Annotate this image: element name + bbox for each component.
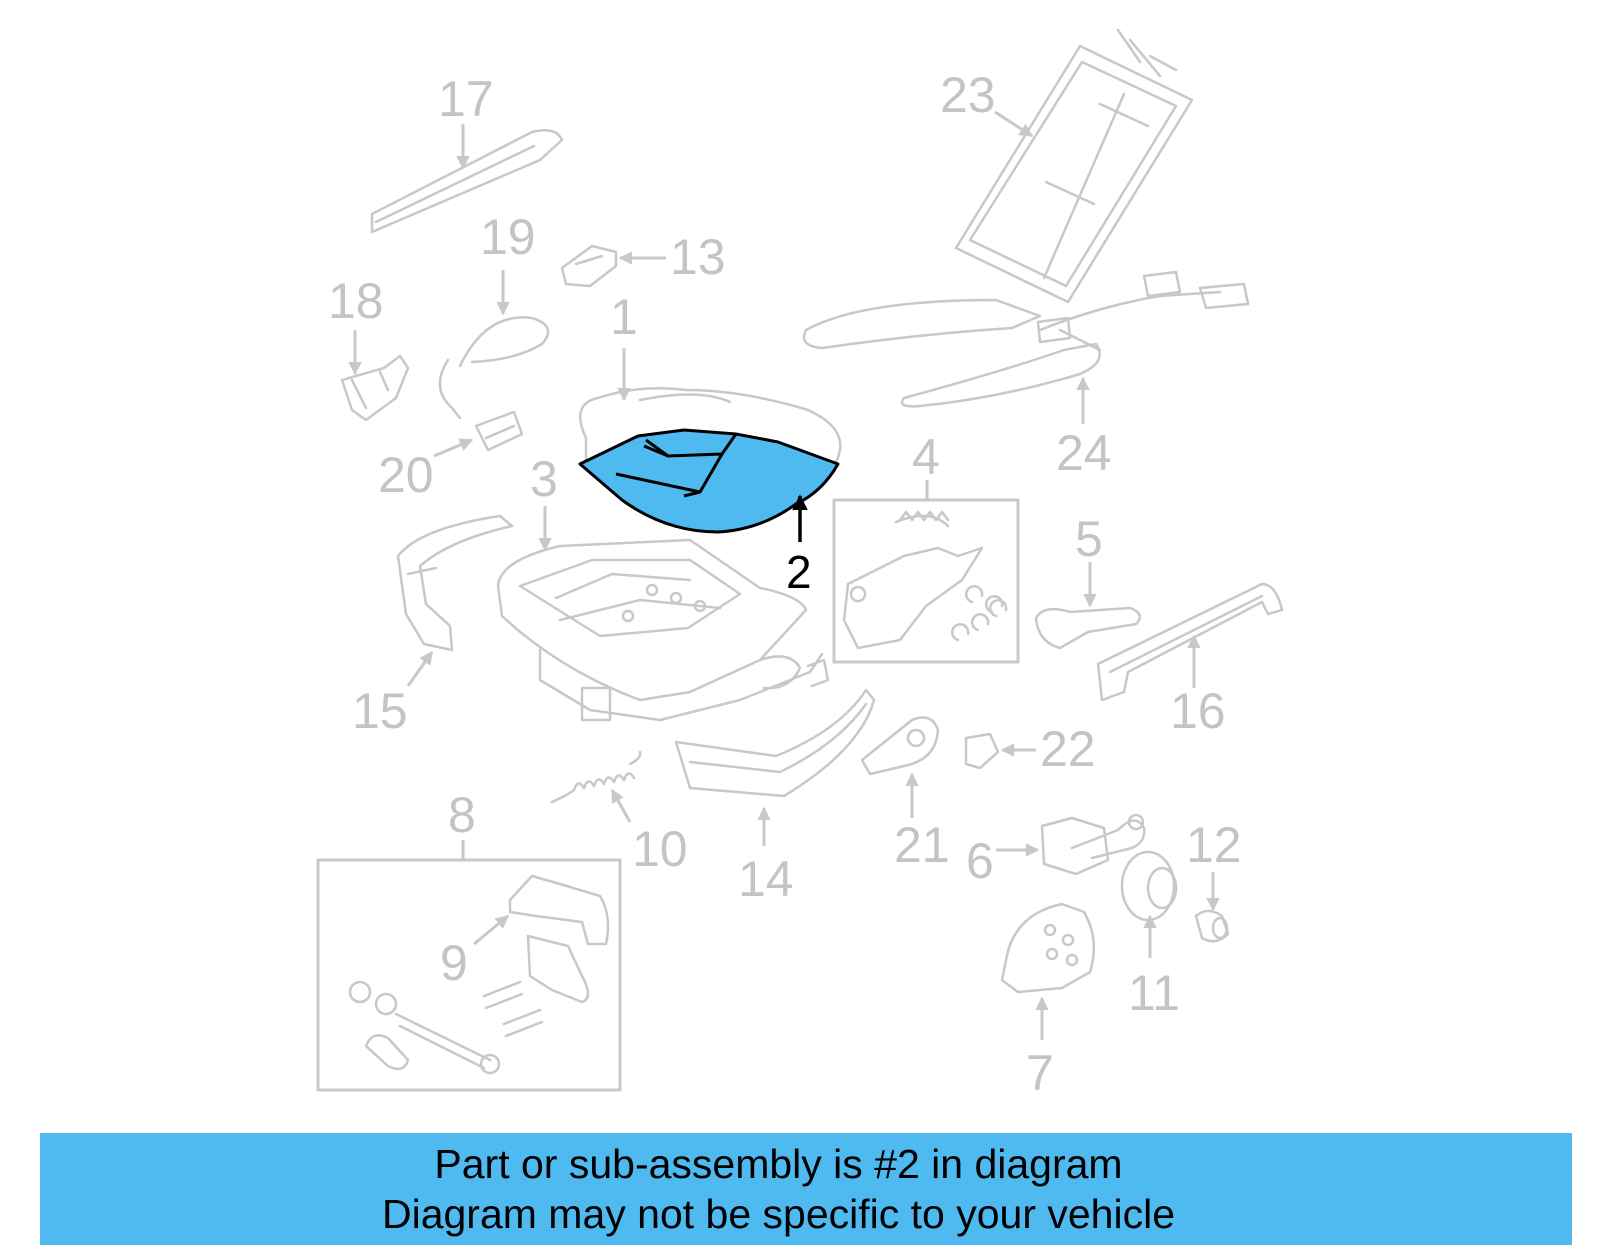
- part-24-cover-harness: 24: [802, 270, 1250, 481]
- part-14-front-trim: 14: [674, 688, 876, 907]
- callout-17: 17: [438, 71, 494, 127]
- part-4-recliner-box: 4: [832, 429, 1020, 664]
- callout-12: 12: [1186, 817, 1242, 873]
- part-21-bracket: 21: [860, 716, 950, 873]
- part-3-seat-frame: 3: [496, 451, 830, 722]
- callout-1: 1: [610, 289, 638, 345]
- part-5-trim: 5: [1034, 511, 1142, 650]
- callout-16: 16: [1170, 683, 1226, 739]
- part-8-track-box: 8 9: [316, 787, 622, 1092]
- callout-4: 4: [912, 429, 940, 485]
- caption-banner: Part or sub-assembly is #2 in diagram Di…: [40, 1133, 1572, 1245]
- callout-13: 13: [670, 229, 726, 285]
- callout-18: 18: [328, 273, 384, 329]
- part-23-seatback-frame: 23: [940, 28, 1194, 304]
- part-20-connector: 20: [378, 410, 524, 503]
- callout-6: 6: [966, 833, 994, 889]
- callout-15: 15: [352, 683, 408, 739]
- part-10-spring: 10: [550, 750, 688, 877]
- callout-22: 22: [1040, 721, 1096, 777]
- callout-10: 10: [632, 821, 688, 877]
- callout-9: 9: [440, 935, 468, 991]
- callout-23: 23: [940, 67, 996, 123]
- callout-20: 20: [378, 447, 434, 503]
- callout-2: 2: [786, 546, 812, 598]
- part-6-motor: 6: [966, 813, 1146, 889]
- callout-24: 24: [1056, 425, 1112, 481]
- part-17-trim-strip: 17: [370, 71, 564, 234]
- callout-19: 19: [480, 209, 536, 265]
- callout-7: 7: [1026, 1045, 1054, 1101]
- part-11-gear: 11: [1120, 850, 1180, 1021]
- callout-14: 14: [738, 851, 794, 907]
- part-12-plug: 12: [1186, 817, 1242, 943]
- part-15-side-trim: 15: [352, 514, 514, 739]
- part-2-cushion-pad: 2: [578, 428, 840, 598]
- callout-21: 21: [894, 817, 950, 873]
- part-7-gearbox: 7: [1000, 902, 1096, 1101]
- caption-line-2: Diagram may not be specific to your vehi…: [381, 1191, 1175, 1237]
- part-18-bracket: 18: [328, 273, 410, 422]
- caption-line-1: Part or sub-assembly is #2 in diagram: [434, 1141, 1123, 1187]
- part-22-cap: 22: [964, 721, 1096, 777]
- callout-5: 5: [1075, 511, 1103, 567]
- callout-3: 3: [530, 451, 558, 507]
- callout-8: 8: [448, 787, 476, 843]
- part-19-cable: 19: [438, 209, 550, 420]
- part-16-side-trim: 16: [1096, 582, 1284, 739]
- callout-11: 11: [1128, 965, 1180, 1021]
- part-13-clip: 13: [560, 229, 726, 288]
